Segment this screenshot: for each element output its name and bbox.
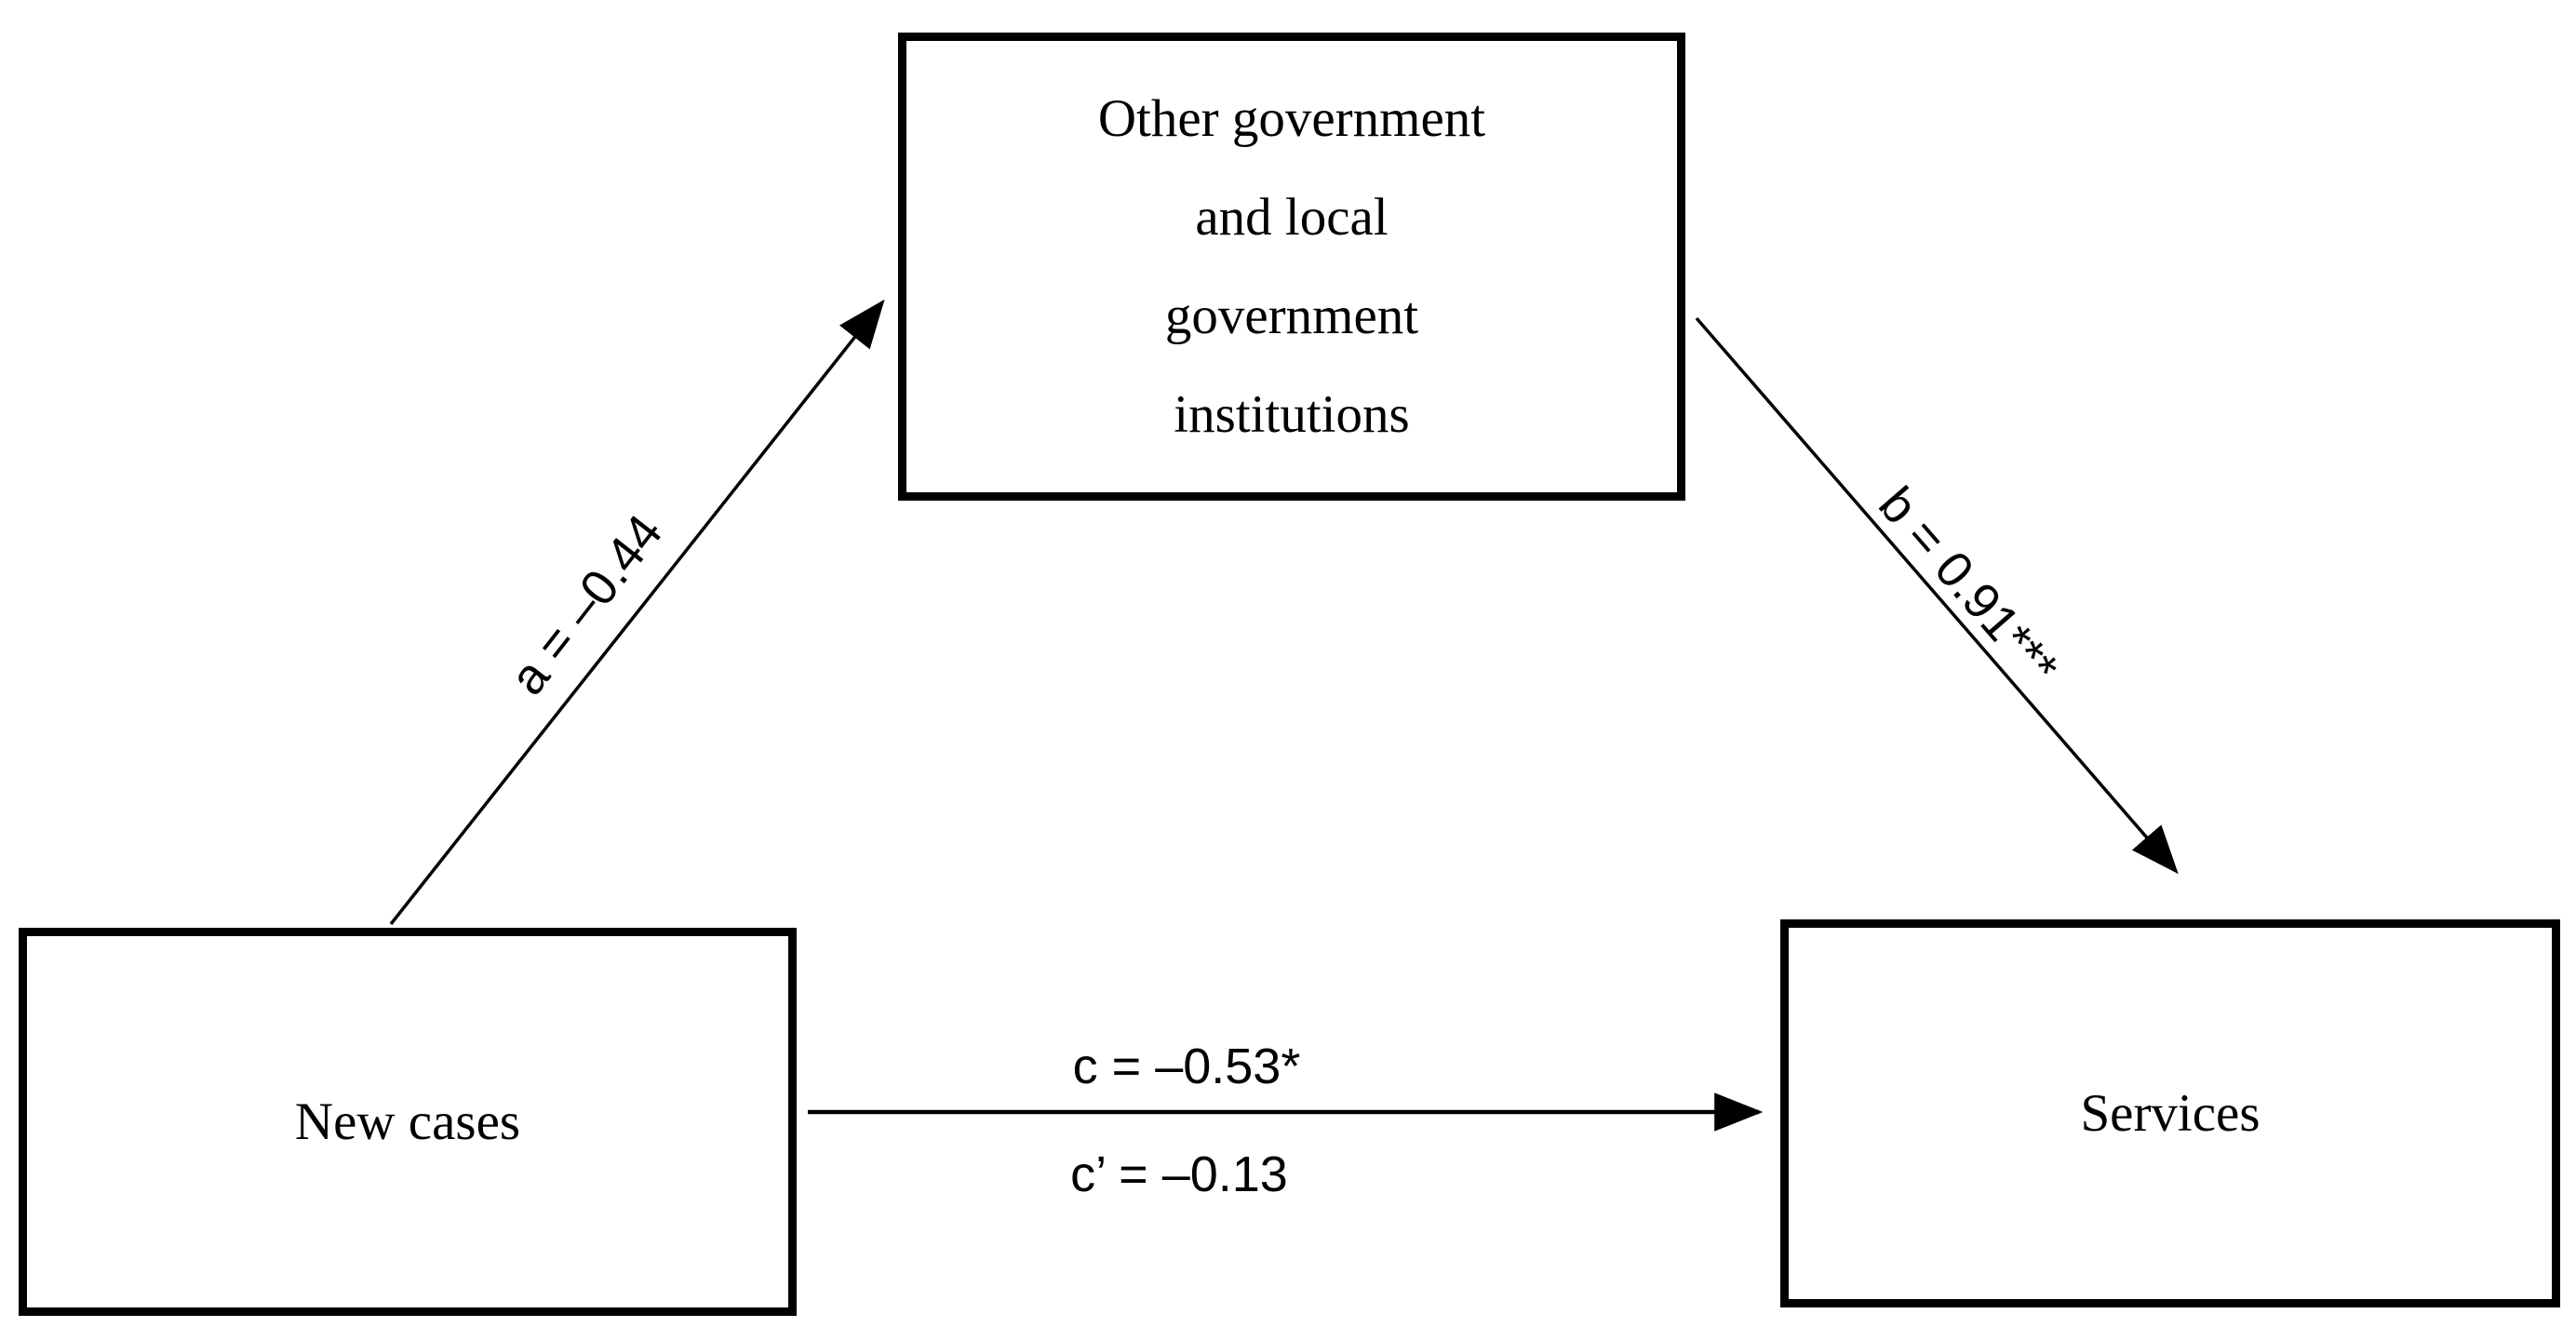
path-b-arrow xyxy=(1695,316,2179,875)
path-c-prime-label: c’ = –0.13 xyxy=(1070,1146,1288,1202)
predictor-label: New cases xyxy=(294,1092,521,1151)
mediator-box: Other government and local government in… xyxy=(898,33,1685,501)
mediator-label-line: Other government xyxy=(1097,88,1486,148)
mediator-label-line: and local xyxy=(1195,187,1389,247)
outcome-label: Services xyxy=(2080,1084,2261,1143)
outcome-box: Services xyxy=(1780,919,2560,1307)
mediator-label-line: institutions xyxy=(1174,384,1410,444)
predictor-box: New cases xyxy=(19,928,797,1316)
path-c-label: c = –0.53* xyxy=(1072,1039,1301,1094)
path-a-arrow xyxy=(389,299,885,926)
mediator-label-line: government xyxy=(1164,286,1419,345)
